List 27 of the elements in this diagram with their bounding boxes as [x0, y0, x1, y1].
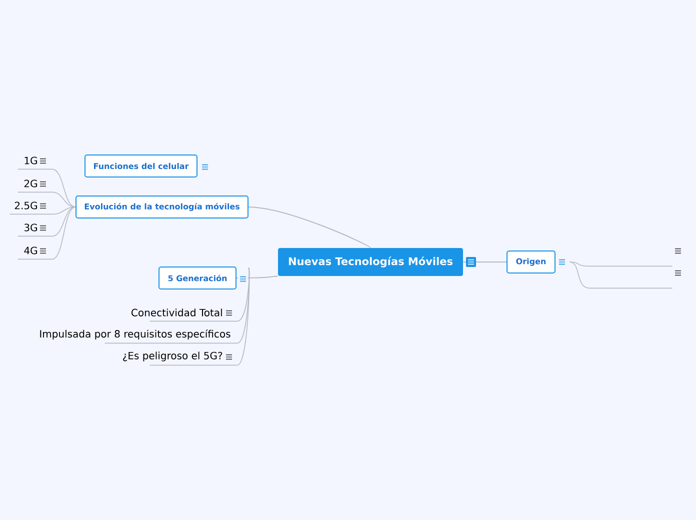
subtopic-text: Conectividad Total	[132, 308, 238, 322]
connector	[569, 262, 590, 267]
connector	[236, 268, 250, 322]
subtopic-text: 2.5G	[9, 202, 53, 215]
topic-box: Funciones del celular	[84, 154, 198, 178]
subtopic-line	[589, 288, 673, 289]
connector	[52, 206, 76, 237]
connector	[248, 206, 371, 248]
connector	[52, 168, 76, 208]
subtopic-text: Impulsada por 8 requisitos específicos	[40, 329, 238, 344]
connector	[236, 276, 278, 278]
subtopic-text: ¿Es peligroso el 5G?	[123, 352, 238, 366]
topic-box: Origen	[506, 250, 556, 274]
topic-box: Evolución de la tecnología móviles	[76, 196, 248, 218]
subtopic-text: 1G	[17, 156, 53, 170]
subtopic-line	[589, 266, 673, 267]
connector	[52, 206, 76, 260]
subtopic-text: 4G	[17, 246, 53, 260]
topic-box: Nuevas Tecnologías Móviles	[278, 248, 463, 276]
connector	[52, 206, 76, 215]
topic-box: 5 Generación	[158, 266, 236, 290]
subtopic-text: 2G	[17, 180, 53, 193]
connector	[236, 268, 250, 344]
connector	[236, 268, 250, 366]
subtopic-text: 3G	[17, 224, 53, 237]
connector	[52, 192, 76, 208]
connector	[569, 262, 590, 289]
